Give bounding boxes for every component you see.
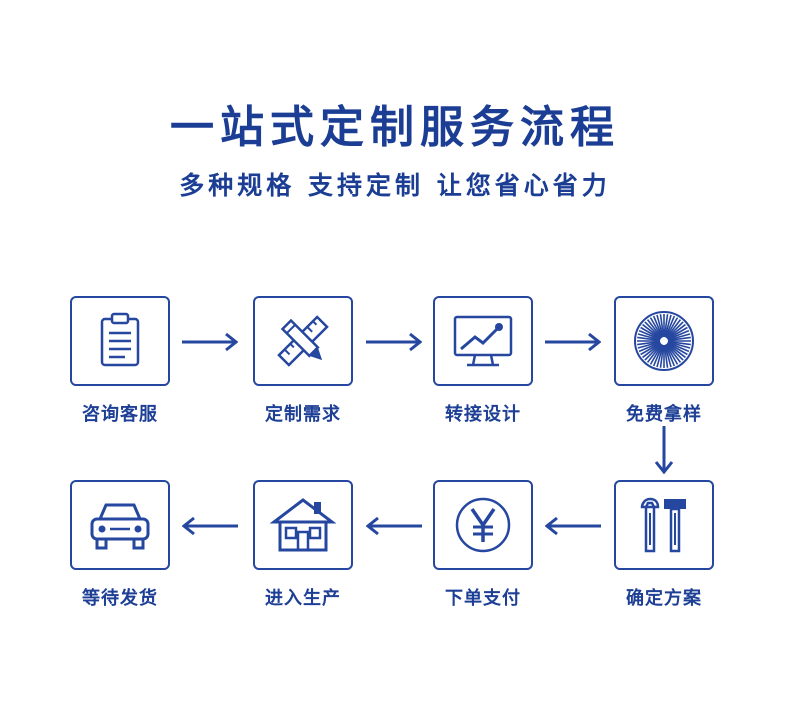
step-consult: 咨询客服 xyxy=(70,296,170,425)
step-label: 下单支付 xyxy=(445,588,521,609)
arrow-right xyxy=(545,332,601,352)
arrow-left xyxy=(366,516,422,536)
monitor-chart-icon xyxy=(453,315,513,367)
arrow-left xyxy=(545,516,601,536)
house-icon xyxy=(270,498,336,552)
step-confirm-plan: 确定方案 xyxy=(614,480,714,609)
step-icon-box xyxy=(614,296,714,386)
step-icon-box xyxy=(433,480,533,570)
step-design-transfer: 转接设计 xyxy=(433,296,533,425)
step-icon-box xyxy=(614,480,714,570)
step-await-shipping: 等待发货 xyxy=(70,480,170,609)
step-icon-box xyxy=(433,296,533,386)
step-free-sample: 免费拿样 xyxy=(614,296,714,425)
arrow-right xyxy=(182,332,238,352)
yen-coin-icon xyxy=(455,497,511,553)
step-label: 等待发货 xyxy=(82,588,158,609)
step-order-payment: 下单支付 xyxy=(433,480,533,609)
car-icon xyxy=(90,503,150,550)
wrench-hammer-icon xyxy=(640,497,686,553)
step-label: 进入生产 xyxy=(265,588,341,609)
pencil-ruler-icon xyxy=(277,315,329,367)
step-production: 进入生产 xyxy=(253,480,353,609)
step-label: 转接设计 xyxy=(445,404,521,425)
step-icon-box xyxy=(70,296,170,386)
step-label: 咨询客服 xyxy=(82,404,158,425)
clipboard-icon xyxy=(100,312,140,367)
step-icon-box xyxy=(253,480,353,570)
step-custom-requirements: 定制需求 xyxy=(253,296,353,425)
step-label: 确定方案 xyxy=(626,588,702,609)
step-icon-box xyxy=(253,296,353,386)
arrow-down xyxy=(654,426,674,474)
step-icon-box xyxy=(70,480,170,570)
page-title: 一站式定制服务流程 xyxy=(170,102,620,153)
step-label: 免费拿样 xyxy=(626,404,702,425)
step-label: 定制需求 xyxy=(265,404,341,425)
page-subtitle: 多种规格 支持定制 让您省心省力 xyxy=(179,171,611,200)
arrow-left xyxy=(182,516,238,536)
sunburst-icon xyxy=(634,311,694,371)
arrow-right xyxy=(366,332,422,352)
